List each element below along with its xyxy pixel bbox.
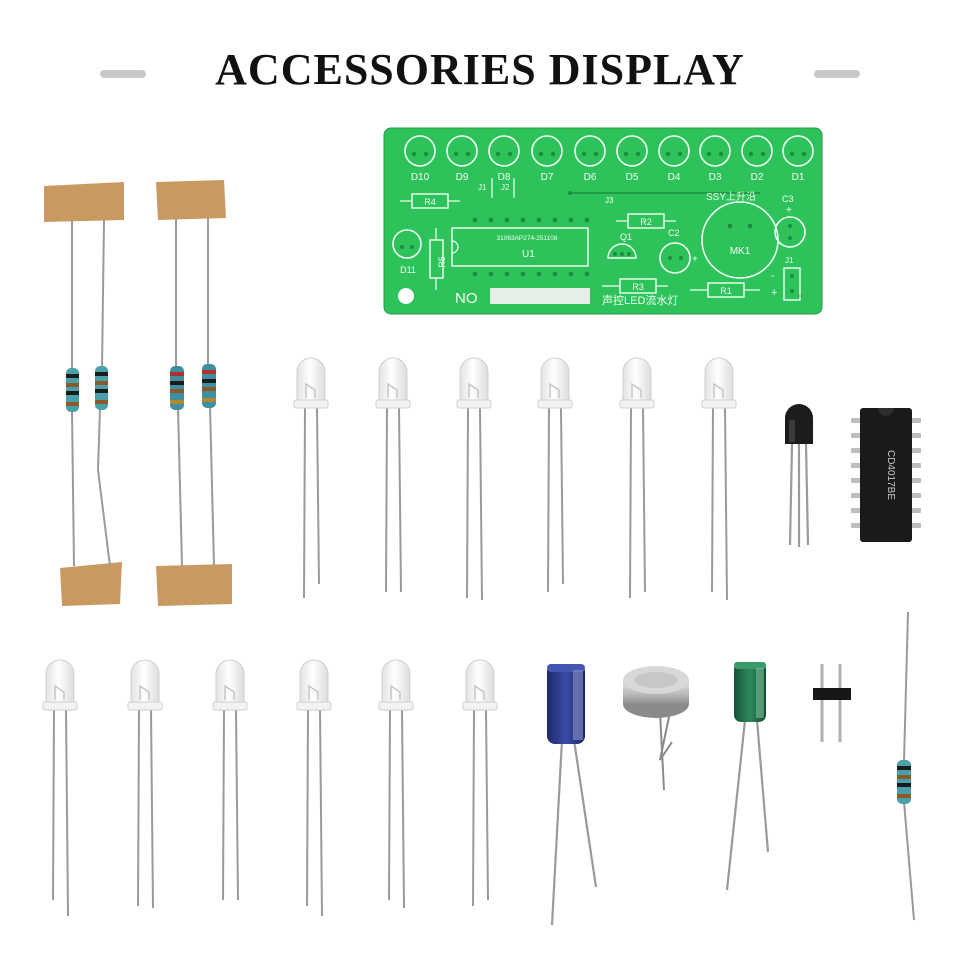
pcb-label-c3-plus: +: [786, 205, 792, 216]
led: [701, 357, 737, 601]
pcb-label-minus: -: [771, 270, 775, 282]
led-row-bottom: [42, 659, 498, 917]
right-rule: [814, 70, 860, 78]
pcb-label-d11: D11: [400, 265, 416, 275]
led: [293, 357, 329, 599]
mounting-hole: [398, 288, 414, 304]
pcb-label-plus: +: [771, 287, 777, 299]
pcb-label-j3: J3: [605, 196, 614, 205]
led: [619, 357, 655, 599]
ic-pin: [851, 523, 862, 528]
pcb-label-no: NO: [455, 290, 478, 307]
heading: ACCESSORIES DISPLAY: [0, 38, 960, 108]
pcb-label-led: D3: [709, 172, 722, 183]
pcb-label-r4: R4: [424, 197, 436, 207]
led: [456, 357, 492, 601]
ic-pin: [910, 508, 921, 513]
ic-pin: [851, 463, 862, 468]
led: [127, 659, 163, 909]
pcb-label-led: D9: [456, 172, 469, 183]
led: [378, 659, 414, 909]
pcb-label-q1: Q1: [620, 232, 632, 242]
pcb-label-ssy: SSY上升沿: [706, 191, 756, 203]
ic-pin: [851, 448, 862, 453]
ic-pin: [910, 493, 921, 498]
led-row-top: [293, 357, 737, 601]
pcb-label-r5: R5: [437, 256, 447, 268]
pcb-label-u1-code: 31063AP274-251108: [497, 235, 558, 242]
pcb-label-r2: R2: [640, 217, 652, 227]
electrolytic-capacitor-large: [547, 664, 598, 926]
ic-pin: [910, 523, 921, 528]
resistor: [170, 366, 184, 410]
ic-pin: [851, 433, 862, 438]
pcb-label-c3: C3: [782, 194, 794, 204]
electrolytic-capacitor-small: [725, 662, 770, 891]
led: [296, 659, 332, 917]
resistor: [897, 611, 915, 921]
pcb-label-j2: J2: [501, 183, 510, 192]
pcb-label-r1: R1: [720, 286, 732, 296]
resistor-tape-strip-left: [44, 182, 124, 606]
electret-microphone: [623, 666, 689, 791]
pcb-label-led: D4: [668, 172, 681, 183]
pcb-label-led: D5: [626, 172, 639, 183]
resistor: [66, 368, 79, 412]
ic-pin: [851, 493, 862, 498]
pcb-label-led: D2: [751, 172, 764, 183]
left-rule: [100, 70, 146, 78]
ic-pin: [910, 418, 921, 423]
pcb-label-led: D10: [411, 172, 430, 183]
pcb-label-led: D1: [792, 172, 805, 183]
pcb-label-led: D6: [584, 172, 597, 183]
pcb-label-led: D7: [541, 172, 554, 183]
ic-chip: CD4017BE: [851, 408, 921, 542]
pcb-label-c2: C2: [668, 228, 680, 238]
resistor: [95, 366, 108, 410]
ic-pin: [910, 448, 921, 453]
ic-pin: [851, 418, 862, 423]
ic-pin: [910, 478, 921, 483]
pcb-label-r3: R3: [632, 282, 644, 292]
pcb-label-mk1: MK1: [730, 246, 751, 257]
led: [537, 357, 573, 593]
pin-header: [813, 664, 851, 742]
pcb-label-j1-right: J1: [785, 256, 794, 265]
ic-pin: [851, 508, 862, 513]
ic-marking: CD4017BE: [885, 450, 896, 500]
pcb-label-j1: J1: [478, 183, 487, 192]
pcb-label-bottom: 声控LED流水灯: [602, 293, 678, 307]
led: [42, 659, 78, 917]
led: [375, 357, 411, 593]
resistor-tape-strip-right: [156, 180, 232, 606]
pcb-label-u1: U1: [522, 249, 535, 260]
resistor: [202, 364, 216, 408]
ic-pin: [851, 478, 862, 483]
pcb-label-led: D8: [498, 172, 511, 183]
serial-number-panel: [490, 288, 590, 304]
page-title: ACCESSORIES DISPLAY: [215, 45, 745, 94]
pcb-label-c2-plus: +: [692, 254, 698, 265]
ic-pin: [910, 433, 921, 438]
led: [462, 659, 498, 907]
ic-pin: [910, 463, 921, 468]
led: [212, 659, 248, 901]
pcb-board: D10 D9 D8 D7 D6 D5 D4 D3 D2 D1 J1 J2: [383, 127, 823, 315]
transistor: [785, 404, 813, 547]
